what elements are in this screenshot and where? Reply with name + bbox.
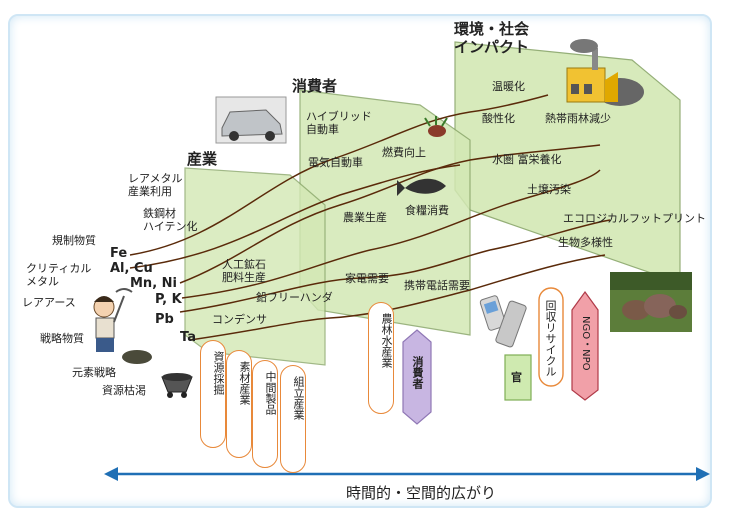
mobile-phone-icon xyxy=(479,295,527,348)
term-rare-metal-use: レアメタル 産業利用 xyxy=(128,172,183,198)
term-depletion: 資源枯渇 xyxy=(102,384,146,397)
actor-government-label: 官 xyxy=(511,371,522,384)
term-eutrophication: 水圏 富栄養化 xyxy=(492,153,562,166)
actor-intermediate: 中間製品 xyxy=(252,360,278,468)
actor-ngo-label: NGO・NPO xyxy=(580,316,591,371)
term-acidification: 酸性化 xyxy=(482,112,515,125)
term-appliance: 家電需要 xyxy=(345,272,389,285)
plane-title-consumer: 消費者 xyxy=(292,77,338,95)
term-steel: 鉄鋼材 ハイテン化 xyxy=(143,207,198,233)
recycling-oval xyxy=(538,287,564,387)
actor-assembly: 組立産業 xyxy=(280,365,306,473)
element-p-k: P, K xyxy=(155,292,182,307)
plane-title-industry: 産業 xyxy=(187,150,218,168)
term-agri: 農業生産 xyxy=(343,211,387,224)
term-critical-metal: クリティカル メタル xyxy=(26,262,92,288)
flow-curve-fe xyxy=(129,94,549,256)
actor-primary-industry: 農林水産業 xyxy=(368,302,394,414)
car-icon xyxy=(215,96,287,144)
term-rare-earth: レアアース xyxy=(22,296,76,309)
industry-plane xyxy=(184,167,326,366)
actor-recycling-label: 回収リサイクル xyxy=(544,300,557,377)
plane-title-impact-2: インパクト xyxy=(454,38,530,56)
term-phone: 携帯電話需要 xyxy=(404,279,470,292)
consumer-hexagon xyxy=(402,329,432,425)
actor-consumer-label: 消費者 xyxy=(411,356,424,389)
elephant-photo xyxy=(610,272,692,332)
government-box xyxy=(504,354,532,401)
term-ev: 電気自動車 xyxy=(308,156,363,169)
plane-title-impact-1: 環境・社会 xyxy=(454,20,530,38)
diagram-frame xyxy=(8,14,712,508)
ngo-shape xyxy=(571,290,599,401)
element-fe: Fe xyxy=(110,246,128,261)
ore-pile-icon xyxy=(122,350,152,364)
term-regulated: 規制物質 xyxy=(52,234,96,247)
element-al-cu: Al, Cu xyxy=(110,261,153,276)
term-hybrid: ハイブリッド 自動車 xyxy=(306,110,372,136)
flow-curve-p-k xyxy=(181,169,601,299)
element-ta: Ta xyxy=(180,330,196,345)
element-mn-ni: Mn, Ni xyxy=(130,276,177,291)
term-element-strategy: 元素戦略 xyxy=(72,366,116,379)
actor-mining: 資源採掘 xyxy=(200,340,226,448)
factory-icon xyxy=(566,39,644,106)
term-deforestation: 熱帯雨林減少 xyxy=(545,112,611,125)
term-fuel-economy: 燃費向上 xyxy=(382,146,426,159)
miner-icon xyxy=(93,288,133,352)
term-biodiversity: 生物多様性 xyxy=(558,236,613,249)
term-condenser: コンデンサ xyxy=(212,313,267,326)
axis-arrow-right xyxy=(696,467,710,481)
actor-materials: 素材産業 xyxy=(226,350,252,458)
flow-curve-ta xyxy=(189,254,606,341)
mine-cart-icon xyxy=(161,373,193,398)
flow-curve-pb xyxy=(179,219,611,313)
term-soil: 土壌汚染 xyxy=(527,183,571,196)
term-lead-free: 鉛フリーハンダ xyxy=(256,291,333,304)
vegetable-icon xyxy=(424,116,448,137)
term-food: 食糧消費 xyxy=(405,204,449,217)
fish-icon xyxy=(397,178,446,196)
term-footprint: エコロジカルフットプリント xyxy=(563,212,706,225)
axis-label: 時間的・空間的広がり xyxy=(346,484,497,502)
term-fertilizer: 人工鉱石 肥料生産 xyxy=(222,258,266,284)
term-warming: 温暖化 xyxy=(492,80,525,93)
flow-curve-mn-ni xyxy=(179,144,601,284)
term-strategic: 戦略物質 xyxy=(40,332,84,345)
flow-curve-al-cu xyxy=(129,164,461,269)
axis-arrow-left xyxy=(104,467,118,481)
element-pb: Pb xyxy=(155,312,174,327)
flow-curves xyxy=(129,94,611,341)
